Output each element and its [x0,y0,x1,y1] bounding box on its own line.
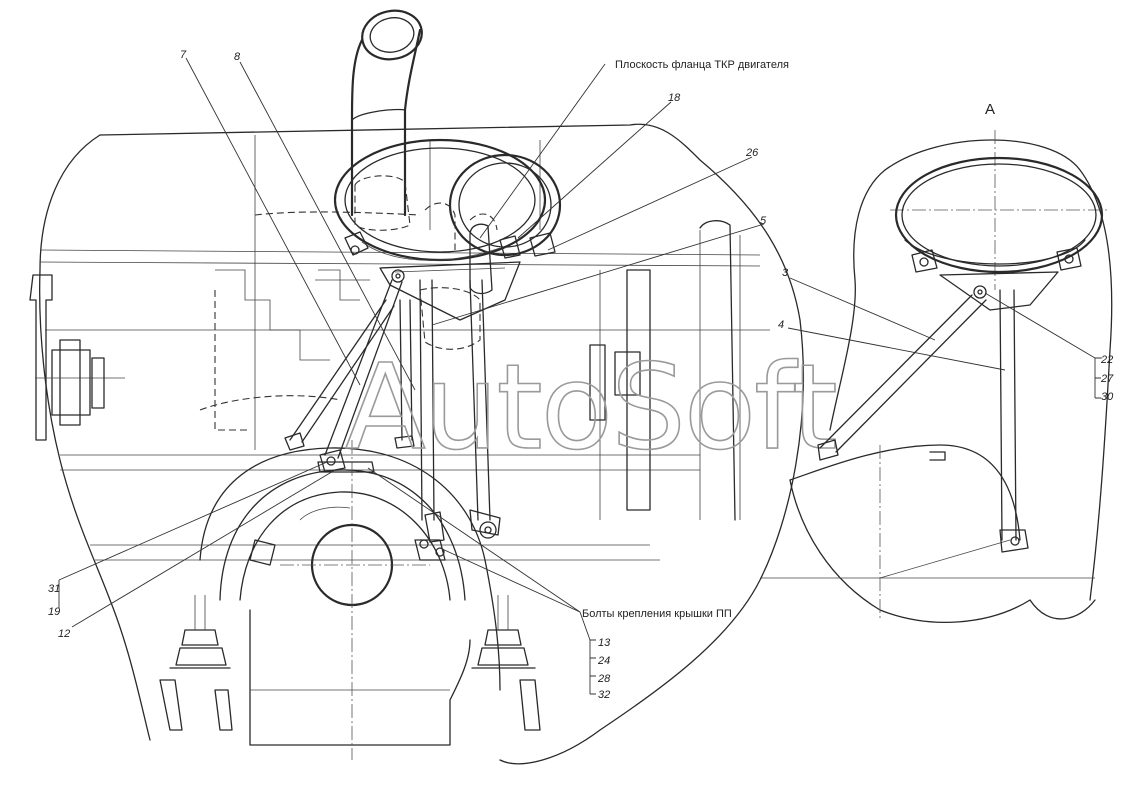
callout-31: 31 [48,583,60,595]
callout-24: 24 [597,655,610,667]
watermark: AutoSoft [345,338,836,476]
leader-lines [58,57,765,695]
cover-bolts-callout: Болты крепления крышки ПП [582,608,732,620]
callout-13: 13 [598,637,611,649]
flange-plane-callout: Плоскость фланца ТКР двигателя [615,59,789,71]
callout-22: 22 [1100,354,1113,366]
view-a [760,130,1113,623]
callout-27: 27 [1100,373,1114,385]
callout-28: 28 [597,673,611,685]
callout-18: 18 [668,92,681,104]
callout-7: 7 [180,49,187,61]
view-a-label: А [985,101,995,118]
bell-housing [159,440,541,760]
callout-32: 32 [598,689,610,701]
callout-3: 3 [782,267,789,279]
callout-19: 19 [48,606,60,618]
labels: Плоскость фланца ТКР двигателя Болты кре… [48,49,1114,701]
callout-30: 30 [1101,391,1114,403]
callout-8: 8 [234,51,241,63]
callout-5: 5 [760,215,767,227]
exhaust-assembly [284,9,562,543]
callout-26: 26 [745,147,759,159]
callout-4: 4 [778,319,784,331]
callout-12: 12 [58,628,70,640]
